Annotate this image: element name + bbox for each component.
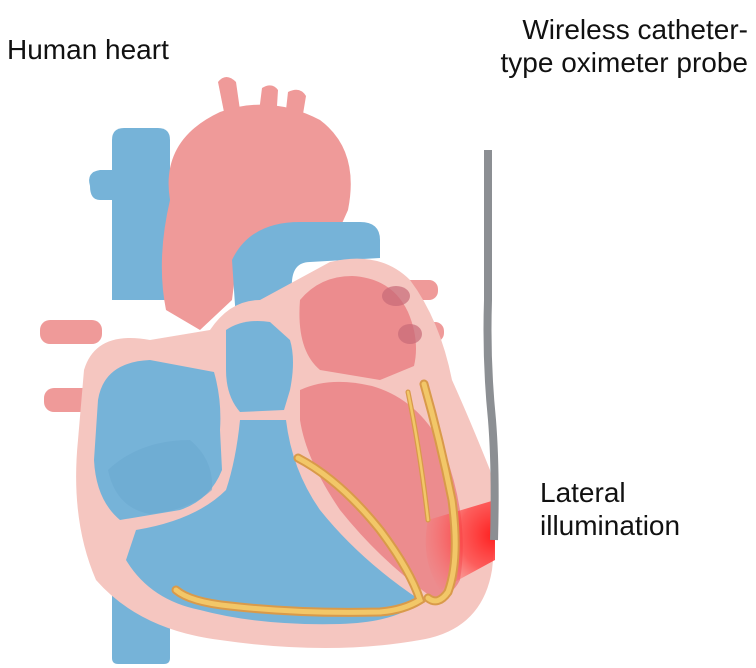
heart-diagram <box>0 0 756 668</box>
